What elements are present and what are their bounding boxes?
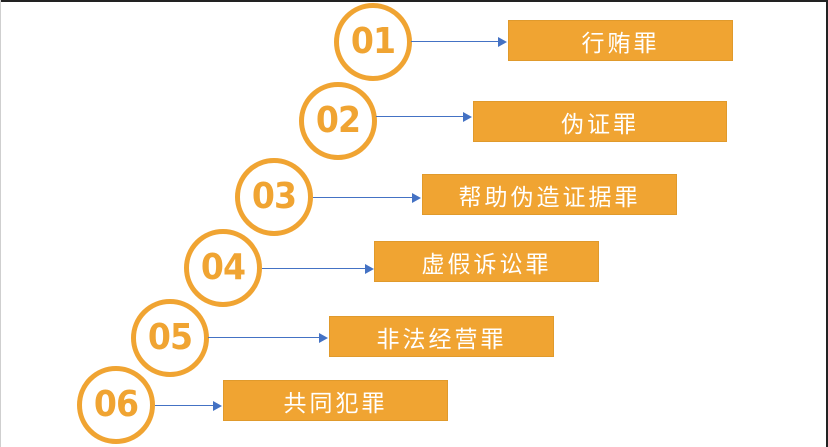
- step-4-arrow-icon: [262, 264, 374, 274]
- step-4-label: 虚假诉讼罪: [421, 251, 552, 278]
- step-2-number-circle: 02: [299, 82, 377, 160]
- step-2-arrow-icon: [376, 112, 472, 122]
- step-3-label: 帮助伪造证据罪: [458, 184, 641, 211]
- step-6-arrow-icon: [155, 401, 222, 411]
- step-3-arrow-icon: [313, 193, 421, 203]
- right-border-line: [826, 0, 828, 447]
- step-3-number-circle: 03: [235, 158, 313, 236]
- step-3-number: 03: [251, 176, 297, 217]
- step-3-label-box: 帮助伪造证据罪: [422, 174, 677, 215]
- step-4-number-circle: 04: [184, 229, 262, 307]
- step-6-label-box: 共同犯罪: [223, 380, 448, 421]
- step-4-number: 04: [200, 247, 246, 288]
- step-5-number-circle: 05: [131, 299, 209, 377]
- step-1-number-circle: 01: [334, 3, 412, 81]
- top-border-line: [0, 0, 828, 2]
- step-1-label-box: 行贿罪: [508, 20, 733, 61]
- left-border-line: [0, 0, 1, 447]
- step-2-label: 伪证罪: [561, 111, 639, 138]
- step-4-label-box: 虚假诉讼罪: [374, 241, 599, 282]
- step-6-number: 06: [93, 384, 139, 425]
- step-6-label: 共同犯罪: [283, 390, 388, 417]
- step-1-arrow-icon: [411, 37, 507, 47]
- step-5-number: 05: [147, 317, 193, 358]
- step-2-label-box: 伪证罪: [473, 101, 727, 142]
- step-1-label: 行贿罪: [581, 30, 660, 57]
- step-5-label: 非法经营罪: [376, 326, 507, 353]
- step-2-number: 02: [315, 100, 361, 141]
- step-5-label-box: 非法经营罪: [329, 316, 554, 357]
- step-5-arrow-icon: [208, 333, 328, 343]
- step-1-number: 01: [350, 21, 396, 62]
- step-6-number-circle: 06: [77, 366, 155, 444]
